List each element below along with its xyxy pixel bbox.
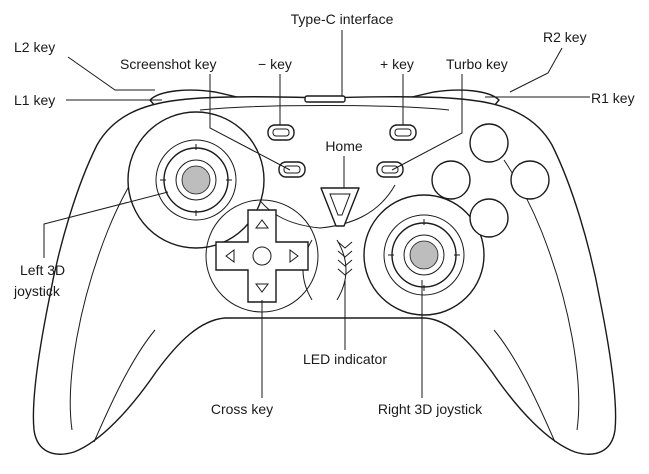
type-c-port <box>304 95 346 103</box>
label-type-c: Type-C interface <box>291 11 394 27</box>
leader-lines <box>43 30 590 398</box>
label-turbo: Turbo key <box>446 56 508 72</box>
home-button[interactable] <box>320 187 360 227</box>
label-screenshot: Screenshot key <box>120 56 217 72</box>
label-left-joystick-line1: Left 3D <box>20 262 65 278</box>
label-right-joystick: Right 3D joystick <box>378 401 483 417</box>
left-joystick[interactable] <box>127 111 265 249</box>
face-button-left <box>431 160 471 200</box>
label-minus: − key <box>258 56 292 72</box>
face-button-top <box>469 123 509 163</box>
minus-key[interactable] <box>267 124 295 141</box>
label-home: Home <box>325 138 363 154</box>
label-r1: R1 key <box>591 90 635 106</box>
face-button-right <box>510 160 550 200</box>
right-joystick[interactable] <box>363 194 485 316</box>
face-button-bottom <box>469 198 509 238</box>
turbo-key[interactable] <box>376 161 404 178</box>
screenshot-key[interactable] <box>278 161 306 178</box>
label-l2: L2 key <box>14 39 55 55</box>
face-buttons[interactable] <box>431 123 550 238</box>
plus-key[interactable] <box>389 124 417 141</box>
label-l1: L1 key <box>14 92 55 108</box>
label-r2: R2 key <box>543 29 587 45</box>
label-led: LED indicator <box>303 351 387 367</box>
label-left-joystick-line2: joystick <box>13 283 61 299</box>
label-plus: + key <box>380 56 414 72</box>
label-cross: Cross key <box>211 401 273 417</box>
led-indicator <box>337 241 353 276</box>
